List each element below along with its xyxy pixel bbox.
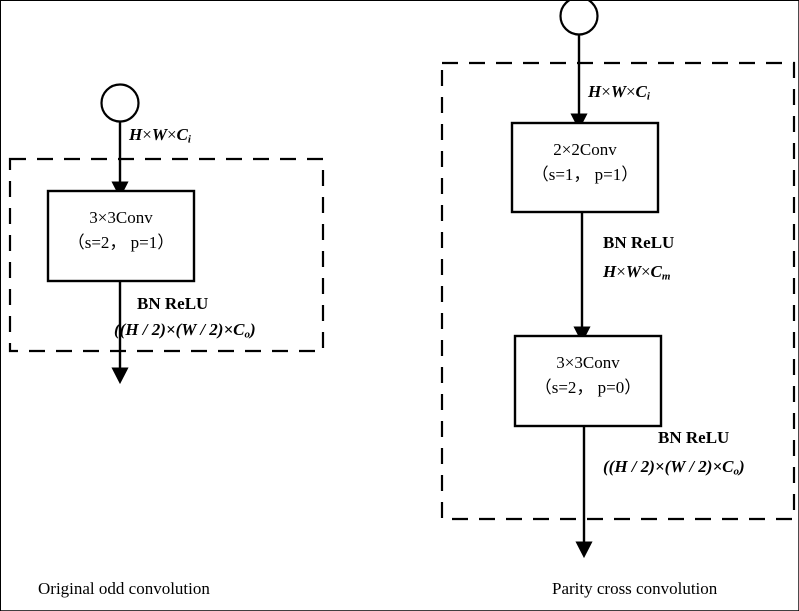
right-mid-w: W: [625, 262, 641, 281]
left-input-c-sub: i: [187, 133, 191, 146]
left-output-shape-sub: o: [244, 328, 251, 341]
right-conv-3x3-label: 3×3Conv （s=2， p=0）: [515, 351, 661, 400]
right-output-bn-relu-label: BN ReLU: [658, 428, 730, 447]
left-input-h: H: [129, 125, 143, 144]
right-input-times2: ×: [625, 82, 636, 101]
right-input-h: H: [588, 82, 602, 101]
right-mid-times1: ×: [616, 262, 626, 281]
left-conv-line2: （s=2， p=1）: [67, 232, 175, 252]
left-bn-relu-label: BN ReLU: [137, 294, 209, 313]
right-mid-times2: ×: [640, 262, 651, 281]
left-panel-caption: Original odd convolution: [38, 579, 210, 598]
right-conv2x2-line1: 2×2Conv: [553, 140, 617, 159]
right-panel-caption: Parity cross convolution: [552, 579, 718, 598]
right-conv3x3-line2: （s=2， p=0）: [534, 377, 642, 397]
right-input-times1: ×: [601, 82, 611, 101]
left-output-shape: ((H / 2)×(W / 2)×C: [114, 320, 245, 339]
left-input-times2: ×: [166, 125, 177, 144]
right-output-shape-label: ((H / 2)×(W / 2)×Co): [603, 457, 745, 478]
left-conv-box-label: 3×3Conv （s=2， p=1）: [48, 206, 194, 255]
right-input-w: W: [610, 82, 626, 101]
right-input-shape-label: H×W×Ci: [588, 82, 650, 103]
right-output-shape: ((H / 2)×(W / 2)×C: [603, 457, 734, 476]
right-dashed-group-boundary: [440, 61, 796, 521]
right-mid-c-sub: m: [661, 270, 671, 283]
right-start-circle: [559, 1, 599, 36]
right-input-c: C: [635, 82, 647, 101]
right-mid-bn-relu-label: BN ReLU: [603, 233, 675, 252]
right-output-shape-sub: o: [733, 465, 740, 478]
left-input-times1: ×: [142, 125, 152, 144]
right-mid-shape-label: H×W×Cm: [603, 262, 670, 283]
left-input-shape-label: H×W×Ci: [129, 125, 191, 146]
right-conv-2x2-label: 2×2Conv （s=1， p=1）: [512, 138, 658, 187]
left-start-circle: [100, 83, 140, 123]
right-conv3x3-line1: 3×3Conv: [556, 353, 620, 372]
right-conv2x2-line2: （s=1， p=1）: [531, 164, 639, 184]
right-input-c-sub: i: [646, 90, 650, 103]
left-output-shape-suffix: ): [250, 320, 256, 339]
left-input-c: C: [176, 125, 188, 144]
right-output-shape-suffix: ): [739, 457, 745, 476]
right-mid-c: C: [650, 262, 662, 281]
left-conv-line1: 3×3Conv: [89, 208, 153, 227]
left-output-shape-label: ((H / 2)×(W / 2)×Co): [114, 320, 256, 341]
left-input-w: W: [151, 125, 167, 144]
right-mid-h: H: [603, 262, 617, 281]
